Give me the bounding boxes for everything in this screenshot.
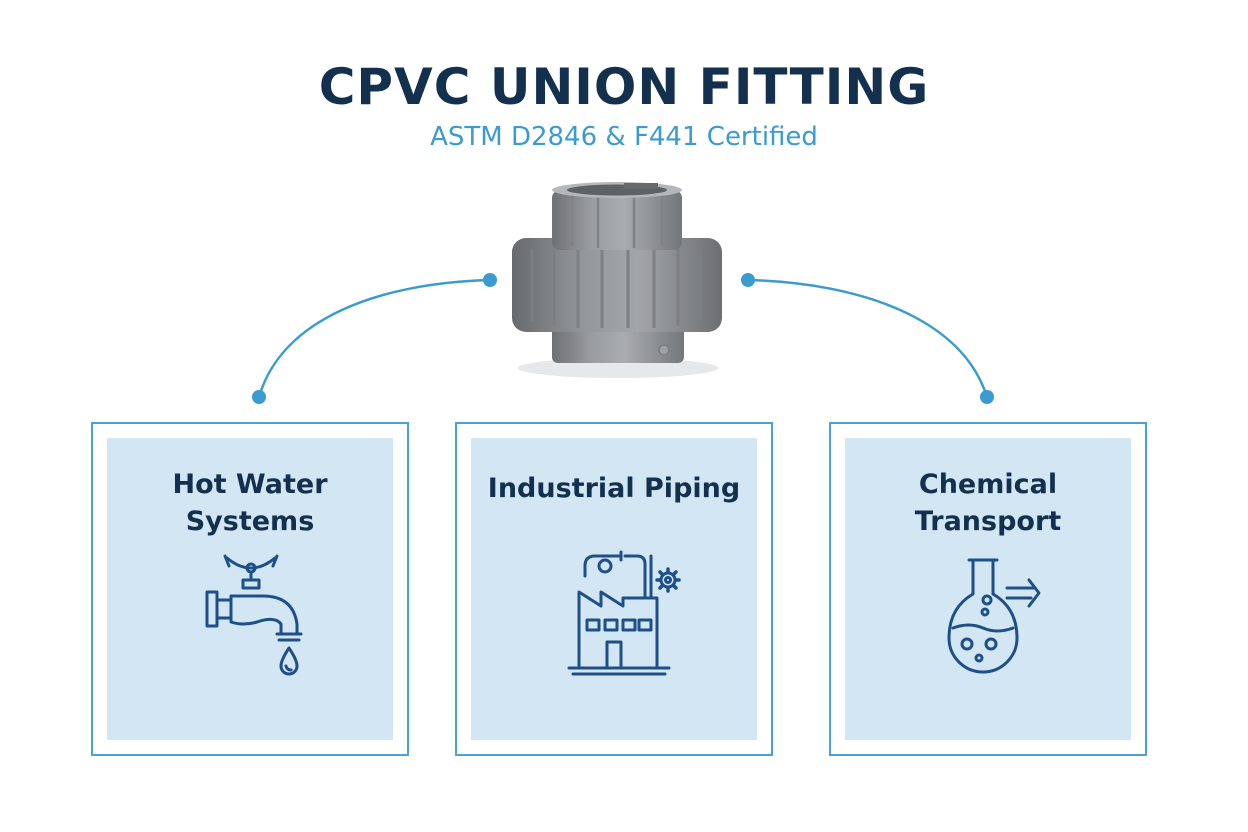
certification-subtitle: ASTM D2846 & F441 Certified xyxy=(430,122,818,152)
application-card-industrial-piping: Industrial Piping xyxy=(455,422,773,756)
page-title: CPVC UNION FITTING xyxy=(318,58,930,116)
faucet-icon xyxy=(205,554,303,676)
flask-icon xyxy=(947,558,1041,674)
card-panel: Chemical Transport xyxy=(845,438,1131,740)
card-panel: Industrial Piping xyxy=(471,438,757,740)
card-panel: Hot Water Systems xyxy=(107,438,393,740)
application-card-chemical-transport: Chemical Transport xyxy=(829,422,1147,756)
factory-icon xyxy=(567,550,681,676)
connector-right xyxy=(741,273,994,404)
connector-left xyxy=(252,273,497,404)
card-label: Chemical Transport xyxy=(914,469,1062,537)
card-label: Hot Water Systems xyxy=(172,469,328,537)
card-label: Industrial Piping xyxy=(487,473,741,504)
application-card-hot-water: Hot Water Systems xyxy=(91,422,409,756)
cpvc-union-fitting-image xyxy=(512,182,722,378)
